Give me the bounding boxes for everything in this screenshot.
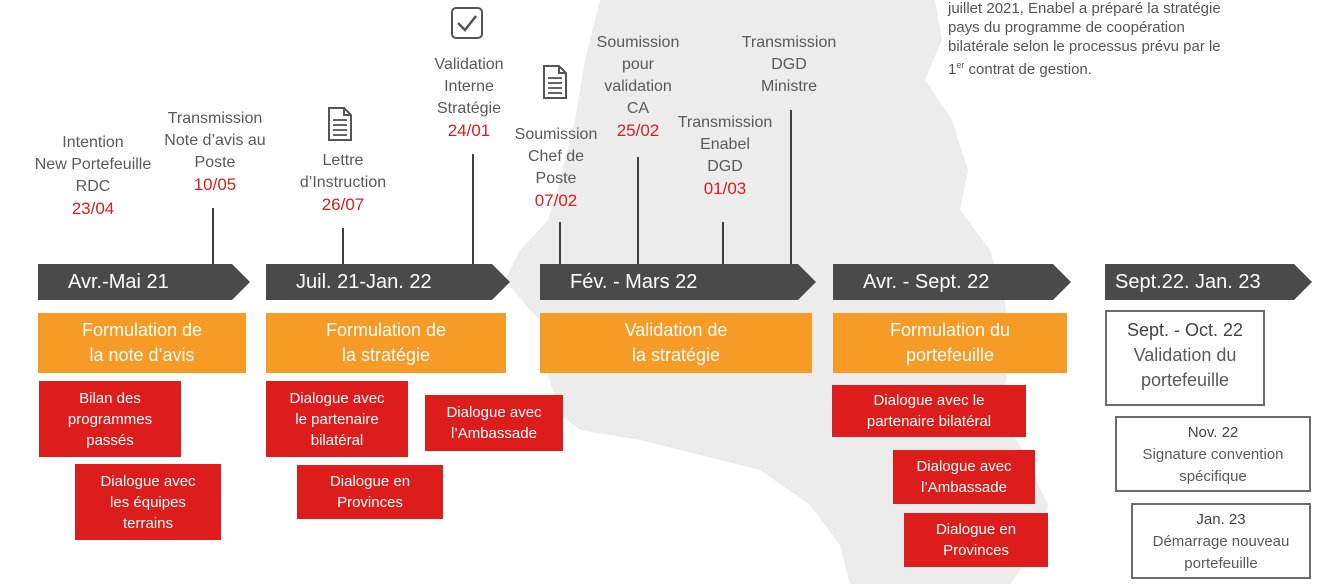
intro-text: juillet 2021, Enabel a préparé la straté… <box>948 0 1308 79</box>
connector-line <box>722 222 724 264</box>
connector-line <box>342 228 344 264</box>
intro-line: pays du programme de coopération <box>948 19 1185 36</box>
phase-arrow: Sept.22. Jan. 23 <box>1105 264 1312 300</box>
connector-line <box>637 157 639 264</box>
document-icon <box>543 65 567 99</box>
intro-line: bilatérale selon le processus prévu par … <box>948 38 1221 55</box>
phase-arrow: Avr.-Mai 21 <box>38 264 250 300</box>
document-icon <box>328 107 352 141</box>
connector-line <box>559 222 561 264</box>
connector-line <box>472 154 474 264</box>
checkbox-icon <box>451 7 483 39</box>
connector-line <box>212 208 214 264</box>
phase-arrow: Avr. - Sept. 22 <box>833 264 1071 300</box>
phase-arrow: Fév. - Mars 22 <box>540 264 816 300</box>
intro-line: 1er contrat de gestion. <box>948 60 1092 78</box>
connector-line <box>790 110 792 264</box>
phase-arrow: Juil. 21-Jan. 22 <box>266 264 510 300</box>
intro-line: juillet 2021, Enabel a préparé la straté… <box>948 0 1221 17</box>
